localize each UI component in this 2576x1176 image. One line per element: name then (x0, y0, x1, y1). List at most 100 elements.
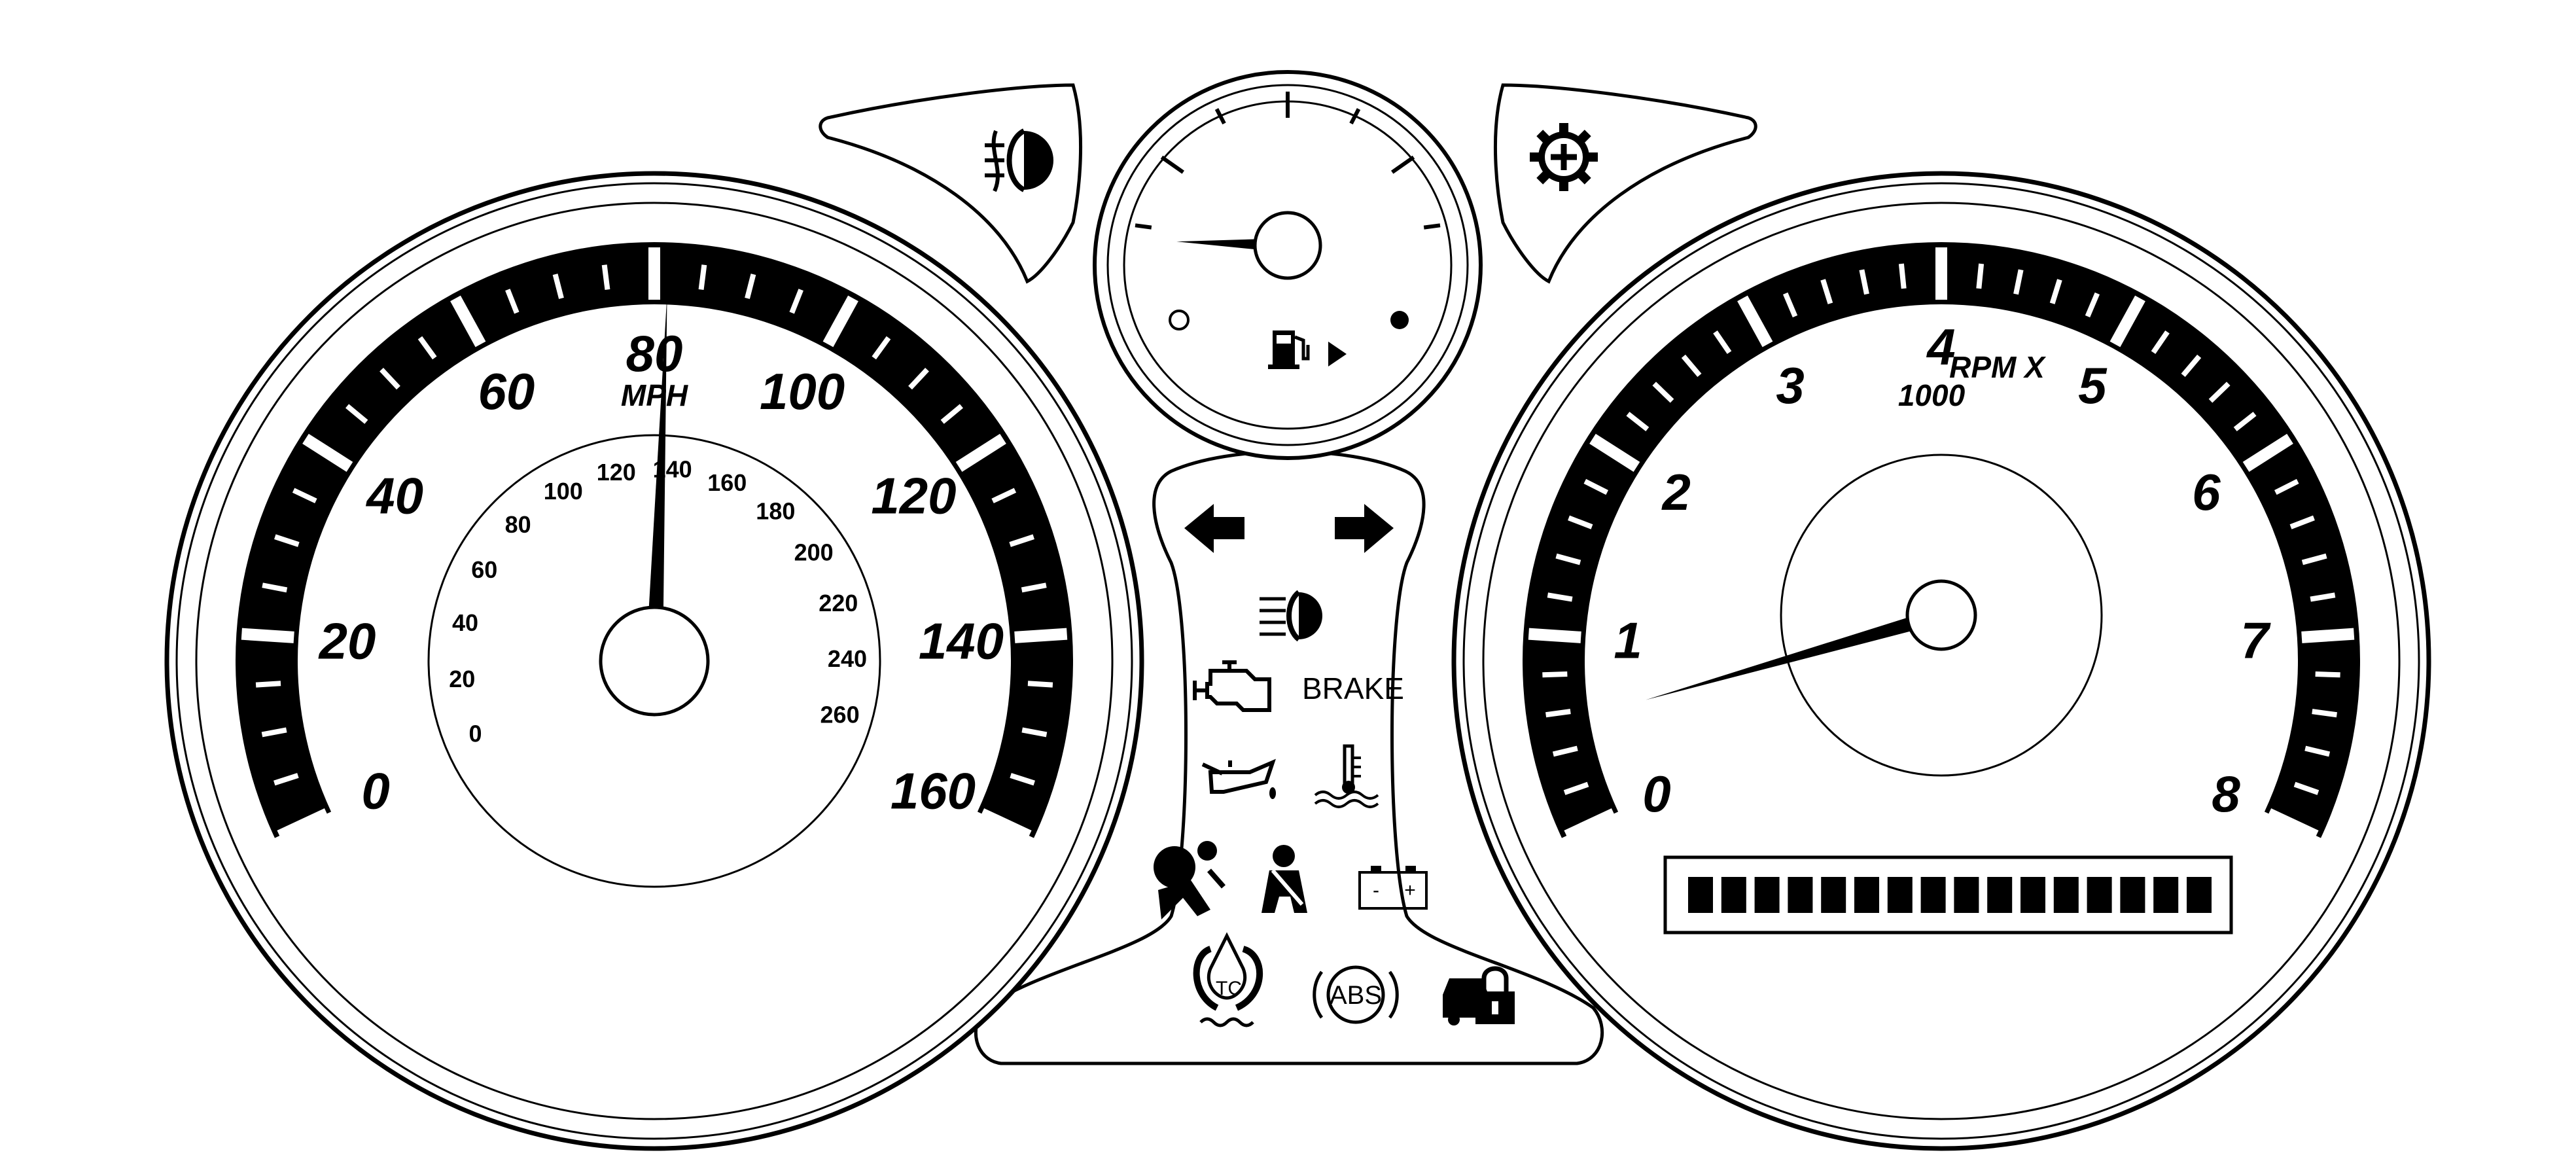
odometer-segment (1788, 877, 1813, 913)
fuel-gauge-bezel-ring (1106, 84, 1469, 446)
tachometer-minor-tick (1583, 478, 1609, 495)
odometer-segment (1854, 877, 1879, 913)
tachometer-major-tick (2266, 808, 2319, 842)
speedometer-bezel-ring (175, 182, 1133, 1140)
speedometer-minor-tick (908, 368, 929, 390)
gear-tooth (1577, 170, 1591, 185)
speedometer-kmh-label: 40 (452, 609, 478, 636)
speedometer-minor-tick (940, 404, 963, 424)
tachometer-minor-tick (1652, 382, 1674, 403)
speedometer-minor-tick (255, 681, 281, 688)
speedometer-hub (599, 605, 710, 717)
coolant-temperature-icon (1314, 744, 1379, 808)
tachometer-minor-tick (1681, 354, 1702, 378)
odometer-display (1663, 855, 2233, 935)
speedometer-mph-label: 120 (871, 467, 956, 524)
tachometer-minor-tick (1976, 263, 1985, 289)
tachometer-minor-tick (1713, 330, 1732, 354)
tachometer-minor-tick (1542, 671, 1568, 678)
gear-pod (1493, 83, 1757, 284)
odometer-segment (1887, 877, 1913, 913)
traction-control-icon: TC (1193, 932, 1263, 1027)
odometer-segments (1688, 877, 2212, 913)
speedometer-major-tick (979, 808, 1032, 842)
fuel-pump-icon (1268, 330, 1347, 369)
tachometer-rpm-label: 8 (2212, 765, 2240, 823)
speedometer-mph-label: 100 (760, 363, 845, 420)
tachometer-rpm-label: 7 (2240, 612, 2271, 669)
fuel-empty-marker (1169, 310, 1190, 330)
speedometer-kmh-label: 60 (471, 556, 497, 583)
speedometer-minor-tick (345, 404, 368, 424)
speedometer-kmh-label: 0 (468, 721, 482, 747)
tachometer-rpm-label: 3 (1776, 357, 1804, 414)
fuel-gauge-tick (1160, 155, 1184, 174)
odometer-segment (2020, 877, 2045, 913)
speedometer-minor-tick (1010, 773, 1035, 786)
turn-right-arrow-icon (1335, 504, 1394, 553)
tachometer-minor-tick (1898, 263, 1907, 289)
speedometer-ticks (241, 247, 1068, 842)
tachometer-rpm-label: 5 (2078, 357, 2108, 414)
fog-lamp-icon (985, 128, 1053, 192)
tachometer-minor-tick (1859, 269, 1869, 295)
odometer-segment (2153, 877, 2179, 913)
tachometer-minor-tick (1545, 709, 1571, 718)
tachometer-major-tick (1737, 295, 1773, 347)
turn-left-arrow-icon (1184, 504, 1244, 553)
fuel-gauge-tick (1214, 108, 1226, 125)
speedometer-mph-label: 20 (318, 612, 376, 669)
tachometer-unit-label-line1: RPM X (1949, 350, 2046, 384)
speedometer-kmh-label: 260 (820, 701, 860, 728)
tachometer-ticks (1528, 247, 2355, 842)
tachometer-rpm-label: 1 (1614, 612, 1642, 669)
tachometer-minor-tick (2233, 412, 2257, 432)
tachometer-minor-tick (1782, 292, 1798, 318)
tachometer-major-tick (2242, 433, 2293, 472)
tachometer-minor-tick (2304, 745, 2331, 757)
battery-plus-label: + (1404, 880, 1416, 901)
speedometer-major-tick (1014, 628, 1068, 643)
speedometer-kmh-label: 160 (707, 469, 747, 496)
tachometer-inner-dial (1780, 454, 2103, 777)
speedometer-kmh-label: 20 (449, 666, 475, 692)
gear-tooth (1577, 130, 1591, 144)
speedometer-minor-tick (789, 289, 803, 314)
transmission-gear-icon (1530, 123, 1598, 191)
speedometer-minor-tick (274, 534, 300, 547)
speedometer-kmh-label: 120 (597, 459, 636, 486)
fuel-gauge-tick (1391, 155, 1415, 174)
brake-indicator-label: BRAKE (1302, 671, 1404, 705)
tachometer-bezel-ring (1462, 182, 2420, 1140)
odometer-segment (1721, 877, 1746, 913)
tachometer-minor-tick (2289, 515, 2315, 529)
fuel-gauge-ticks (1135, 92, 1441, 230)
tachometer-major-tick (2109, 295, 2145, 347)
tachometer-minor-tick (2274, 478, 2299, 495)
odometer-segment (2187, 877, 2212, 913)
oil-pressure-icon (1201, 758, 1276, 799)
tachometer-minor-tick (2181, 354, 2202, 378)
gear-tooth (1536, 130, 1551, 144)
airbag-icon (1154, 841, 1226, 919)
odometer-segment (2053, 877, 2079, 913)
speedometer-minor-tick (505, 289, 520, 314)
seatbelt-icon (1262, 845, 1307, 913)
odometer-segment (1987, 877, 2013, 913)
tachometer-unit-label-line2: 1000 (1898, 378, 1966, 412)
battery-icon: - + (1358, 866, 1428, 910)
abs-label: ABS (1330, 981, 1382, 1010)
kmh-inner-dial (427, 434, 881, 888)
speedometer-minor-tick (1021, 727, 1048, 738)
speedometer-kmh-label: 100 (544, 478, 583, 505)
speedometer-kmh-label: 180 (756, 497, 795, 524)
speedometer-major-tick (241, 628, 294, 643)
tachometer-minor-tick (1552, 745, 1578, 757)
fuel-full-marker (1390, 311, 1409, 329)
security-lock-icon (1443, 966, 1515, 1025)
speedometer-major-tick (955, 433, 1006, 472)
tachometer-minor-tick (1820, 279, 1833, 304)
odometer-segment (1754, 877, 1780, 913)
